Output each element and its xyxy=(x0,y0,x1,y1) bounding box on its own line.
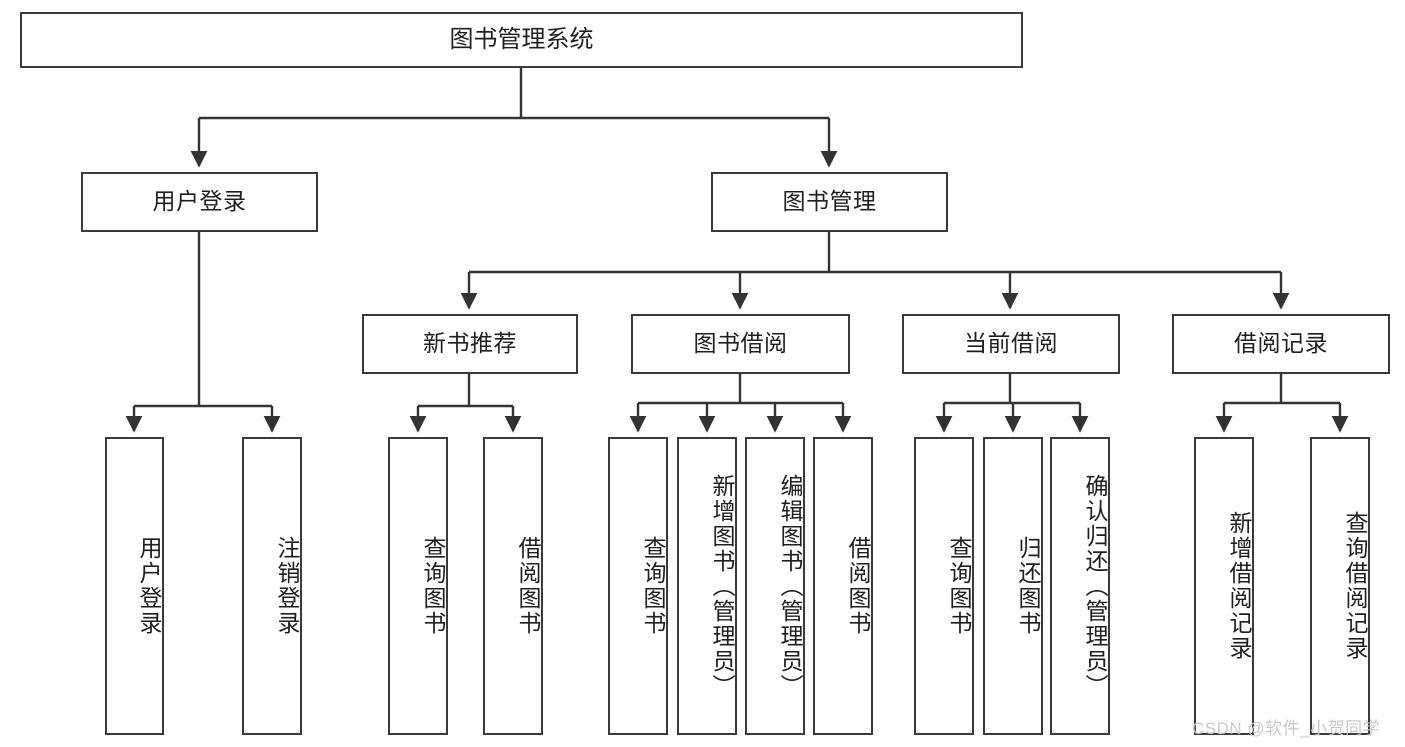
node-new-book-recommend[interactable]: 新书推荐 xyxy=(362,314,578,374)
node-leaf-cur-confirm-return[interactable]: 确认归还（管理员） xyxy=(1050,437,1110,735)
node-book-borrow[interactable]: 图书借阅 xyxy=(631,314,850,374)
node-label: 当前借阅 xyxy=(964,330,1058,357)
node-label: 用户登录 xyxy=(136,536,162,636)
node-leaf-borrow-query-book[interactable]: 查询图书 xyxy=(608,437,668,735)
node-leaf-borrow-borrow-book[interactable]: 借阅图书 xyxy=(813,437,873,735)
node-leaf-borrow-add-book[interactable]: 新增图书（管理员） xyxy=(677,437,737,735)
node-label: 图书管理系统 xyxy=(449,25,594,53)
node-label: 借阅图书 xyxy=(845,536,871,636)
node-label: 新增借阅记录 xyxy=(1226,511,1252,661)
node-label: 注销登录 xyxy=(274,536,300,636)
node-label: 查询图书 xyxy=(946,536,972,636)
node-borrow-record[interactable]: 借阅记录 xyxy=(1172,314,1390,374)
node-label: 查询图书 xyxy=(420,536,446,636)
node-leaf-cur-query-book[interactable]: 查询图书 xyxy=(914,437,974,735)
node-root-system[interactable]: 图书管理系统 xyxy=(20,12,1023,68)
node-book-manage[interactable]: 图书管理 xyxy=(711,172,948,232)
node-leaf-rec-query-book[interactable]: 查询图书 xyxy=(388,437,448,735)
node-leaf-user-login[interactable]: 用户登录 xyxy=(105,437,164,735)
node-label: 确认归还（管理员） xyxy=(1082,473,1108,699)
node-label: 借阅图书 xyxy=(515,536,541,636)
node-label: 图书管理 xyxy=(782,188,877,215)
node-label: 借阅记录 xyxy=(1234,330,1328,357)
node-label: 新增图书（管理员） xyxy=(709,473,735,699)
node-label: 图书借阅 xyxy=(693,330,788,357)
node-user-login[interactable]: 用户登录 xyxy=(81,172,318,232)
node-leaf-rec-query-record[interactable]: 查询借阅记录 xyxy=(1310,437,1370,735)
node-label: 编辑图书（管理员） xyxy=(777,473,803,699)
node-leaf-rec-borrow-book[interactable]: 借阅图书 xyxy=(483,437,543,735)
node-leaf-user-logout[interactable]: 注销登录 xyxy=(242,437,302,735)
csdn-watermark: CSDN @软件_小贺同学 xyxy=(1192,719,1381,738)
node-leaf-cur-return-book[interactable]: 归还图书 xyxy=(983,437,1043,735)
node-label: 归还图书 xyxy=(1015,536,1041,636)
node-leaf-rec-add-record[interactable]: 新增借阅记录 xyxy=(1194,437,1254,735)
node-label: 查询借阅记录 xyxy=(1342,511,1368,661)
node-label: 查询图书 xyxy=(640,536,666,636)
node-leaf-borrow-edit-book[interactable]: 编辑图书（管理员） xyxy=(745,437,805,735)
node-label: 用户登录 xyxy=(152,188,247,215)
node-label: 新书推荐 xyxy=(423,330,517,357)
node-current-borrow[interactable]: 当前借阅 xyxy=(902,314,1120,374)
